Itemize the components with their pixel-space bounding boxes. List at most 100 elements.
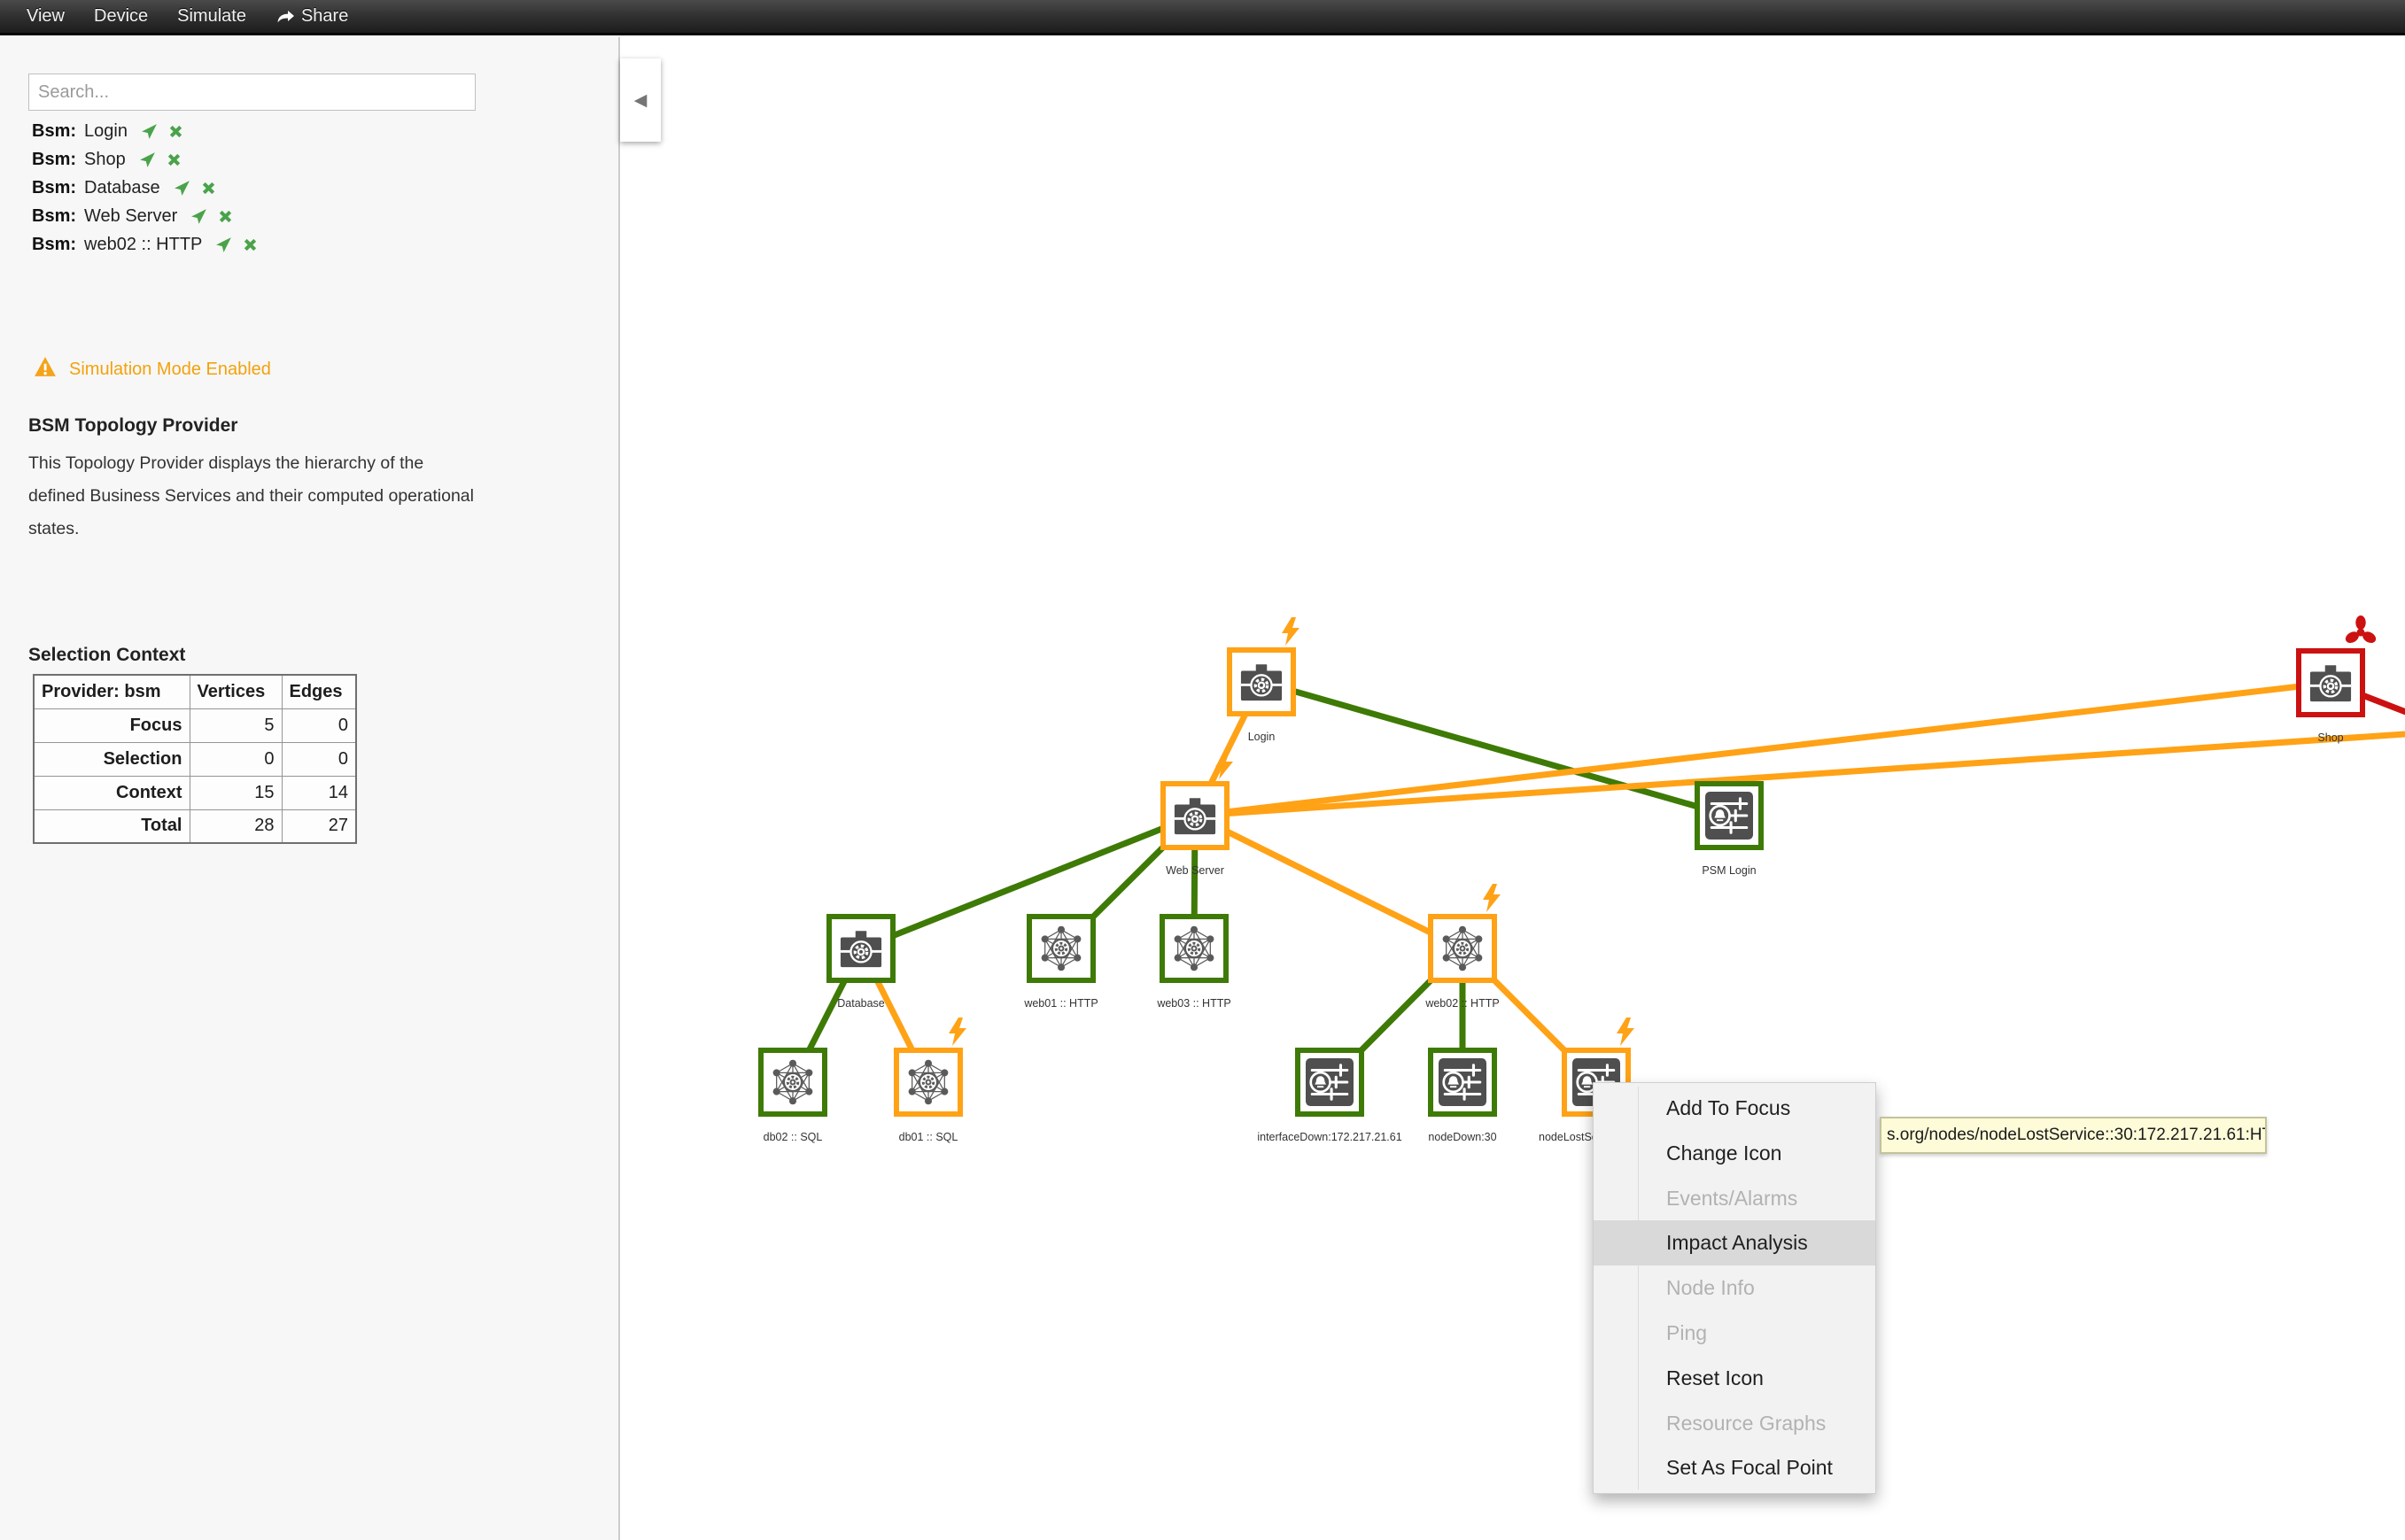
focus-item: Bsm:Shop <box>32 145 268 174</box>
simulation-mode-warning: Simulation Mode Enabled <box>34 356 271 383</box>
node-box[interactable] <box>826 914 896 983</box>
context-menu-item-add-to-focus[interactable]: Add To Focus <box>1666 1096 1791 1119</box>
remove-icon[interactable] <box>166 151 182 168</box>
radiation-badge <box>2344 615 2378 651</box>
locate-icon[interactable] <box>138 151 157 169</box>
node-label: web02 :: HTTP <box>1425 997 1500 1010</box>
focus-item-prefix: Bsm: <box>32 177 77 197</box>
menu-item-simulate[interactable]: Simulate <box>177 6 246 27</box>
warning-triangle-icon <box>35 357 56 376</box>
provider-info: BSM Topology Provider This Topology Prov… <box>28 415 595 546</box>
vertices-value: 28 <box>189 809 283 844</box>
simulation-warning-text: Simulation Mode Enabled <box>69 359 271 379</box>
focus-item: Bsm:Login <box>32 117 268 145</box>
context-menu-item-set-as-focal-point[interactable]: Set As Focal Point <box>1666 1456 1833 1480</box>
alarm-sliders-icon <box>1306 1058 1354 1106</box>
locate-icon[interactable] <box>190 207 208 226</box>
locate-icon[interactable] <box>214 236 233 254</box>
node-box[interactable] <box>1160 781 1230 850</box>
topology-node-shop[interactable]: Shop <box>2296 615 2377 744</box>
topology-node-interface-down[interactable]: interfaceDown:172.217.21.61 <box>1257 1048 1402 1143</box>
menu-item-device[interactable]: Device <box>94 6 148 27</box>
column-edges: Edges <box>281 674 357 709</box>
row-label: Focus <box>33 708 190 743</box>
provider-description-line: This Topology Provider displays the hier… <box>28 453 424 473</box>
focus-item-label: Web Server <box>84 205 178 226</box>
topology-edge[interactable] <box>1194 679 2331 819</box>
lightning-bolt-icon <box>949 1018 966 1046</box>
alarm-sliders-icon <box>1439 1058 1486 1106</box>
context-menu-item-reset-icon[interactable]: Reset Icon <box>1666 1366 1764 1389</box>
node-label: web03 :: HTTP <box>1157 997 1231 1010</box>
topology-node-web-server[interactable]: Web Server <box>1160 751 1233 877</box>
topology-node-web03[interactable]: web03 :: HTTP <box>1157 914 1231 1010</box>
radiation-icon <box>2345 615 2377 644</box>
topology-node-database[interactable]: Database <box>826 914 896 1010</box>
lightning-badge <box>1214 751 1235 784</box>
remove-icon[interactable] <box>200 180 217 197</box>
node-box[interactable] <box>894 1048 963 1117</box>
node-box[interactable] <box>758 1048 827 1117</box>
share-arrow-icon <box>277 11 294 23</box>
network-graph-icon <box>1041 925 1082 971</box>
reduction-key-tooltip: s.org/nodes/nodeLostService::30:172.217.… <box>1880 1117 2267 1154</box>
selection-context-title: Selection Context <box>28 645 186 665</box>
node-box[interactable] <box>1027 914 1096 983</box>
remove-icon[interactable] <box>167 123 184 140</box>
topology-edge[interactable] <box>1261 678 1730 819</box>
warning-icon-slot <box>34 356 57 383</box>
node-label: Login <box>1247 731 1276 743</box>
topology-node-web02[interactable]: web02 :: HTTP <box>1425 884 1501 1010</box>
node-box[interactable] <box>2296 648 2365 717</box>
locate-icon[interactable] <box>173 179 191 197</box>
table-header-row: Provider: bsm Vertices Edges <box>33 674 357 709</box>
topology-node-login[interactable]: Login <box>1227 617 1299 743</box>
network-graph-icon <box>1442 925 1483 971</box>
context-menu-item-change-icon[interactable]: Change Icon <box>1666 1141 1782 1165</box>
vertices-value: 0 <box>189 741 283 777</box>
topology-edge[interactable] <box>859 812 1197 952</box>
topology-node-db02[interactable]: db02 :: SQL <box>758 1048 827 1143</box>
provider-description-line: states. <box>28 519 80 538</box>
menu-item-share[interactable]: Share <box>275 6 348 27</box>
node-label: Database <box>837 997 885 1010</box>
node-box[interactable] <box>1428 1048 1497 1117</box>
focus-item: Bsm:Web Server <box>32 202 268 230</box>
topology-node-psm-login[interactable]: PSM Login <box>1695 781 1764 877</box>
focus-item-label: Database <box>84 177 160 197</box>
node-label: interfaceDown:172.217.21.61 <box>1257 1131 1402 1143</box>
sidebar-collapse-button[interactable]: ◀ <box>620 58 661 142</box>
search-input[interactable] <box>28 74 476 111</box>
node-label: Web Server <box>1166 864 1224 877</box>
locate-icon[interactable] <box>140 122 159 141</box>
topology-edge[interactable] <box>1194 731 2405 819</box>
node-box[interactable] <box>1160 914 1229 983</box>
remove-icon[interactable] <box>242 236 259 253</box>
focus-item-label: Login <box>84 120 128 141</box>
node-box[interactable] <box>1695 781 1764 850</box>
menu-item-label: Device <box>94 6 149 26</box>
node-box[interactable] <box>1428 914 1497 983</box>
briefcase-gear-icon <box>1240 662 1283 701</box>
node-box[interactable] <box>1295 1048 1364 1117</box>
topology-node-db01[interactable]: db01 :: SQL <box>894 1018 966 1143</box>
provider-description: This Topology Provider displays the hier… <box>28 447 595 546</box>
remove-icon[interactable] <box>217 208 234 225</box>
lightning-badge <box>1280 617 1301 650</box>
context-menu-item-impact-analysis[interactable]: Impact Analysis <box>1594 1220 1875 1266</box>
menu-item-view[interactable]: View <box>27 6 65 27</box>
topology-node-web01[interactable]: web01 :: HTTP <box>1024 914 1098 1010</box>
topology-edge[interactable] <box>1193 812 1464 952</box>
network-graph-icon <box>772 1059 813 1105</box>
vertices-value: 5 <box>189 708 283 743</box>
node-box[interactable] <box>1227 647 1296 716</box>
context-menu-item-ping: Ping <box>1666 1320 1708 1344</box>
focus-item-prefix: Bsm: <box>32 149 77 169</box>
top-menu-bar: View Device Simulate Share <box>0 0 2405 35</box>
topology-node-node-down[interactable]: nodeDown:30 <box>1428 1048 1497 1143</box>
